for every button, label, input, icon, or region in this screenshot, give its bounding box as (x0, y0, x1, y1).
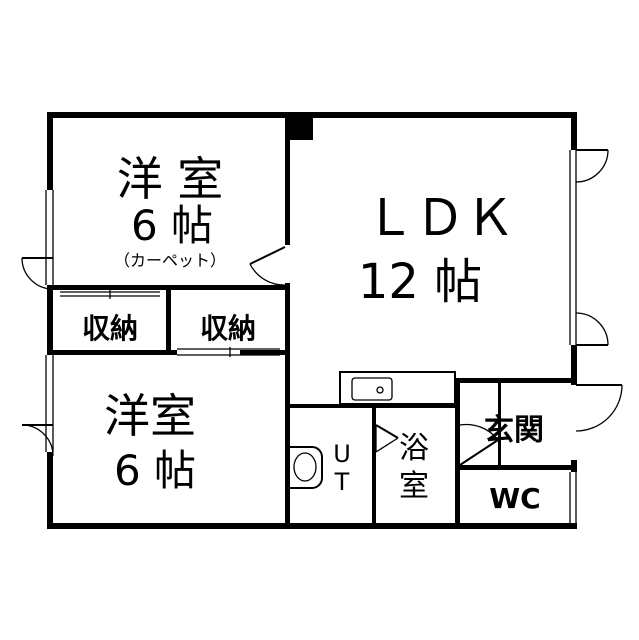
western-room-1-size: 6 帖 (131, 201, 213, 250)
bath-label-2: 室 (399, 469, 429, 504)
western-room-2-size: 6 帖 (114, 446, 196, 495)
entrance-label: 玄関 (484, 413, 544, 448)
storage-right-label: 収納 (200, 312, 256, 345)
storage-left-label: 収納 (82, 312, 138, 345)
toilet-label: WC (489, 482, 540, 515)
western-room-2-label: 洋室 (104, 389, 196, 443)
doors (21, 149, 623, 466)
western-room-1-note: （カーペット） (114, 251, 226, 270)
bath-label-1: 浴 (399, 431, 429, 466)
outer-walls (47, 112, 577, 529)
western-room-1-label: 洋 室 (117, 152, 224, 206)
sliding-doors (60, 289, 280, 357)
ldk-label: ＬＤＫ (365, 189, 515, 247)
washbasin (290, 446, 323, 489)
kitchen-sink (339, 371, 456, 405)
interior-walls (47, 112, 577, 529)
ldk-size: 12 帖 (358, 254, 482, 310)
